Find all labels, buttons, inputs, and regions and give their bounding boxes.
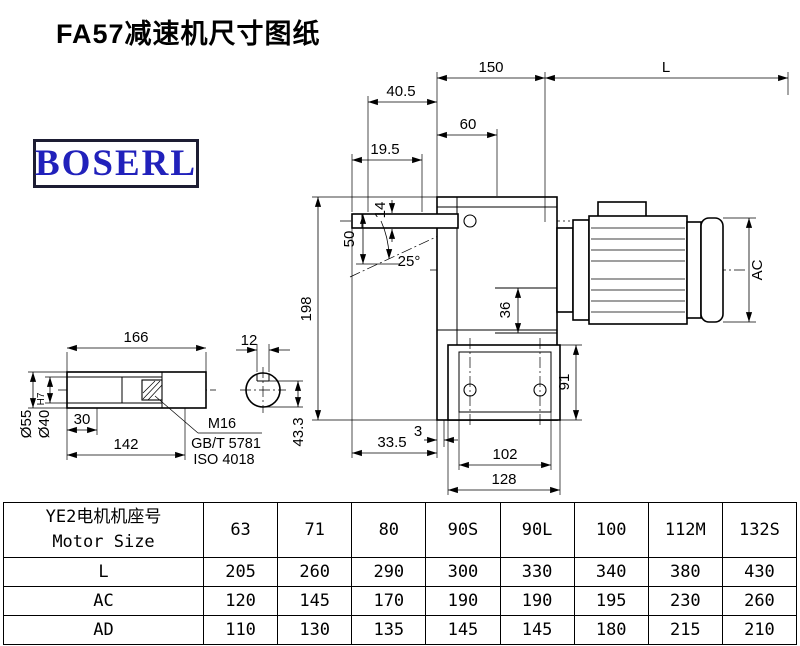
dim-128-label: 128 [491, 471, 516, 488]
AD-value-132s: 210 [721, 615, 798, 645]
size-col-90s: 90S [425, 502, 501, 558]
page-title: FA57减速机尺寸图纸 [56, 19, 321, 49]
dim-19-5-label: 19.5 [370, 141, 399, 158]
dim-3-label: 3 [414, 423, 422, 440]
L-value-112m: 380 [647, 557, 723, 587]
technical-drawing: 150 L 40.5 60 19.5 14 50 25° 198 36 AC 9… [18, 59, 789, 495]
AC-value-132s: 260 [721, 586, 798, 616]
side-view-dimension-lines [312, 72, 789, 495]
AD-value-100: 180 [573, 615, 649, 645]
dim-25deg-label: 25° [398, 253, 421, 270]
dim-166-label: 166 [123, 329, 148, 346]
table-row-AD: AD 110 130 135 145 145 180 215 210 [3, 615, 798, 645]
size-col-80: 80 [351, 502, 427, 558]
dim-142-label: 142 [113, 436, 138, 453]
size-col-71: 71 [277, 502, 353, 558]
motor-size-header-en: Motor Size [52, 532, 155, 552]
L-value-90s: 300 [425, 557, 501, 587]
dim-14-label: 14 [372, 202, 389, 219]
boserl-logo-text: BOSERL [34, 143, 198, 184]
size-col-100: 100 [573, 502, 649, 558]
motor-side-view [556, 201, 724, 325]
AC-value-80: 170 [351, 586, 427, 616]
L-value-71: 260 [277, 557, 353, 587]
dim-102-label: 102 [492, 446, 517, 463]
L-value-90l: 330 [499, 557, 575, 587]
dim-AC-label: AC [749, 259, 766, 280]
size-col-132s: 132S [721, 502, 798, 558]
AD-value-63: 110 [202, 615, 279, 645]
AC-value-63: 120 [202, 586, 279, 616]
motor-size-header-cn: YE2电机机座号 [45, 507, 162, 528]
size-col-63: 63 [202, 502, 279, 558]
standard-gbt5781-label: GB/T 5781 [191, 436, 261, 452]
dim-30-label: 30 [74, 411, 91, 428]
row-L-label: L [3, 557, 204, 587]
dim-12-label: 12 [241, 332, 258, 349]
table-row-AC: AC 120 145 170 190 190 195 230 260 [3, 586, 798, 616]
size-col-90l: 90L [499, 502, 575, 558]
dim-dia40-label: Ø40 [36, 410, 53, 438]
standard-iso4018-label: ISO 4018 [193, 452, 254, 468]
dim-91-label: 91 [556, 374, 573, 391]
dim-33-5-label: 33.5 [377, 434, 406, 451]
dim-150-label: 150 [478, 59, 503, 76]
L-value-132s: 430 [721, 557, 798, 587]
L-value-63: 205 [202, 557, 279, 587]
dim-dia40-tolerance-label: H7 [36, 392, 47, 405]
row-AC-label: AC [3, 586, 204, 616]
dim-dia55-label: Ø55 [18, 410, 35, 438]
dim-50-label: 50 [341, 231, 358, 248]
hollow-shaft-view [58, 371, 216, 409]
motor-size-table: YE2电机机座号 Motor Size 63 71 80 90S 90L 100… [3, 502, 798, 645]
dim-L-label: L [662, 59, 670, 76]
AD-value-90s: 145 [425, 615, 501, 645]
AD-value-90l: 145 [499, 615, 575, 645]
table-header-row: YE2电机机座号 Motor Size 63 71 80 90S 90L 100… [3, 502, 798, 558]
L-value-80: 290 [351, 557, 427, 587]
AC-value-90l: 190 [499, 586, 575, 616]
row-AD-label: AD [3, 615, 204, 645]
dim-60-label: 60 [460, 116, 477, 133]
AD-value-80: 135 [351, 615, 427, 645]
AC-value-112m: 230 [647, 586, 723, 616]
L-value-100: 340 [573, 557, 649, 587]
thread-spec-m16-label: M16 [208, 416, 236, 432]
shaft-dimension-lines [28, 344, 262, 460]
motor-size-header: YE2电机机座号 Motor Size [3, 502, 204, 558]
AC-value-71: 145 [277, 586, 353, 616]
boserl-logo: BOSERL [33, 139, 199, 188]
AC-value-90s: 190 [425, 586, 501, 616]
dim-198-label: 198 [298, 296, 315, 321]
size-col-112m: 112M [647, 502, 723, 558]
keyway-section-view [236, 344, 303, 413]
AC-value-100: 195 [573, 586, 649, 616]
dim-40-5-label: 40.5 [386, 83, 415, 100]
AD-value-112m: 215 [647, 615, 723, 645]
dim-36-label: 36 [497, 302, 514, 319]
AD-value-71: 130 [277, 615, 353, 645]
dim-43-3-label: 43.3 [290, 417, 307, 446]
table-row-L: L 205 260 290 300 330 340 380 430 [3, 557, 798, 587]
